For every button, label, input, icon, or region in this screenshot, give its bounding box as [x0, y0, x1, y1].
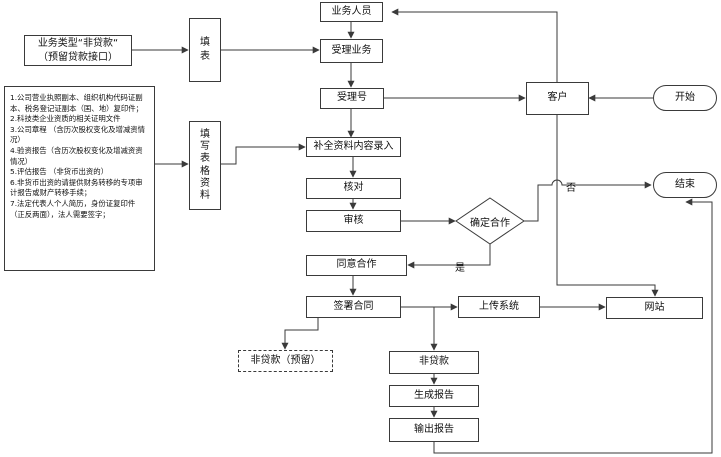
edge-customer-to-staff	[391, 8, 558, 82]
fill-materials-char-3: 表	[200, 153, 210, 165]
requirements-note: 1.公司营业执照副本、组织机构代码证副本、税务登记证副本（国、地）复印件； 2.…	[4, 86, 155, 271]
ticket-label: 受理号	[337, 92, 367, 104]
business-type-line1: 业务类型“非贷款“	[37, 38, 119, 49]
ticket-box: 受理号	[320, 88, 384, 109]
fill-form-box: 填 表	[189, 18, 221, 82]
review-label: 审核	[343, 214, 364, 226]
nonloan-box: 非贷款	[389, 351, 479, 374]
edge-decide-to-agree	[407, 244, 491, 269]
accept-label: 受理业务	[331, 44, 372, 56]
gen-report-box: 生成报告	[389, 385, 479, 407]
edge-label-yes: 是	[455, 263, 465, 274]
requirement-3: 3.公司章程 （含历次股权变化及增减资情况）	[10, 124, 146, 145]
customer-box: 客户	[526, 82, 589, 115]
requirement-1: 1.公司营业执照副本、组织机构代码证副本、税务登记证副本（国、地）复印件；	[10, 93, 144, 113]
decide-diamond	[455, 197, 525, 245]
review-box: 审核	[306, 210, 401, 232]
start-terminal: 开始	[653, 85, 717, 111]
staff-label: 业务人员	[331, 5, 372, 17]
edge-label-no: 否	[566, 183, 576, 194]
website-box: 网站	[606, 297, 703, 319]
supplement-box: 补全资料内容录入	[306, 137, 401, 157]
output-report-box: 输出报告	[389, 418, 479, 442]
start-label: 开始	[675, 91, 695, 103]
agree-box: 同意合作	[306, 255, 407, 276]
edge-sign-to-reserved	[281, 318, 319, 350]
sign-box: 签署合同	[306, 296, 401, 318]
decide-label: 确定合作	[470, 218, 510, 229]
edge-output-to-end	[433, 198, 713, 454]
website-label: 网站	[644, 301, 665, 313]
check-box: 核对	[306, 178, 401, 199]
nonloan-reserved-box: 非贷款（预留）	[238, 350, 333, 372]
edge-customer-to-website	[556, 115, 659, 297]
customer-label: 客户	[547, 92, 568, 104]
fill-materials-char-2: 写	[200, 141, 210, 153]
requirement-4: 4.验资报告（含历次股权变化及增减资资情况）	[10, 145, 143, 166]
sign-label: 签署合同	[333, 300, 374, 312]
fill-form-char-2: 表	[200, 51, 210, 62]
staff-box: 业务人员	[320, 2, 383, 22]
edge-fillmaterials-to-supplement	[221, 143, 306, 165]
fill-materials-char-4: 格	[200, 165, 210, 177]
end-label: 结束	[675, 178, 695, 190]
nonloan-reserved-label: 非贷款（预留）	[250, 354, 321, 366]
nonloan-label: 非贷款	[419, 356, 449, 368]
end-terminal: 结束	[653, 172, 717, 198]
business-type-line2: （预留贷款接口）	[38, 51, 118, 63]
requirement-6: 6.非货币出资的请提供财务转移的专项审计报告或财产转移手续；	[10, 177, 143, 198]
upload-box: 上传系统	[458, 296, 540, 318]
check-label: 核对	[343, 182, 364, 194]
fill-materials-char-1: 填	[200, 128, 210, 140]
requirement-2: 2.科技类企业资质的相关证明文件	[10, 114, 121, 124]
supplement-label: 补全资料内容录入	[313, 140, 394, 152]
gen-report-label: 生成报告	[414, 389, 454, 401]
edge-decide-to-end	[524, 179, 652, 222]
business-type-note: 业务类型“非贷款“ （预留贷款接口）	[24, 35, 132, 66]
requirement-7: 7.法定代表人个人简历，身份证复印件（正反两面），法人需要签字；	[10, 198, 136, 219]
fill-form-char-1: 填	[200, 36, 210, 48]
requirement-5: 5.评估报告 （非货币出资的）	[10, 167, 109, 177]
agree-label: 同意合作	[336, 259, 377, 271]
upload-label: 上传系统	[479, 300, 519, 312]
fill-materials-char-5: 资	[200, 177, 210, 189]
output-report-label: 输出报告	[414, 423, 454, 435]
fill-materials-char-6: 料	[200, 189, 210, 201]
accept-box: 受理业务	[320, 39, 383, 63]
fill-materials-box: 填 写 表 格 资 料	[189, 121, 221, 210]
